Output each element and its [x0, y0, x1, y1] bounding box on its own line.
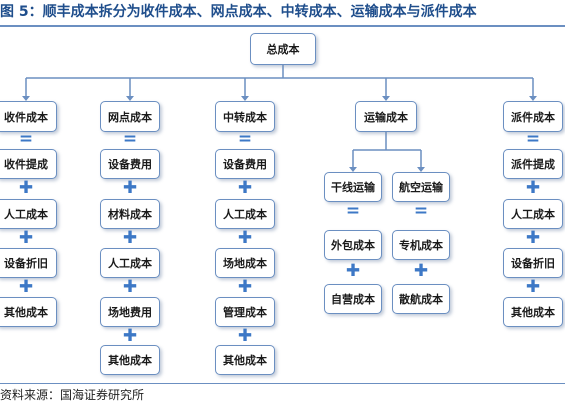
arrow-air — [417, 167, 425, 172]
source-note: 资料来源：国海证券研究所 — [0, 388, 145, 402]
outlet-item-node: 其他成本 — [100, 345, 160, 375]
collect-item-node: 人工成本 — [0, 199, 57, 229]
delivery-cost-node: 派件成本 — [503, 101, 563, 132]
collect-item-node: 其他成本 — [0, 297, 57, 327]
arrow-transport — [382, 96, 390, 101]
trunk-item-node: 自营成本 — [324, 284, 382, 314]
air-item-node: 散航成本 — [392, 284, 450, 314]
plus-sign: ✚ — [237, 277, 253, 297]
plus-sign: ✚ — [237, 178, 253, 198]
outlet-cost-node: 网点成本 — [100, 101, 160, 132]
collect-cost-node: 收件成本 — [0, 101, 57, 132]
outlet-item-node: 设备费用 — [100, 149, 160, 179]
outlet-item-node: 材料成本 — [100, 199, 160, 229]
title-rule — [0, 25, 565, 27]
transit-item-node: 人工成本 — [215, 199, 275, 229]
trunk-item-node: 外包成本 — [324, 230, 382, 260]
air-item-node: 专机成本 — [392, 230, 450, 260]
arrow-collect — [22, 96, 30, 101]
arrow-delivery — [529, 96, 537, 101]
equals-sign: = — [413, 201, 429, 221]
delivery-item-node: 设备折旧 — [503, 248, 563, 278]
transit-item-node: 其他成本 — [215, 345, 275, 375]
plus-sign: ✚ — [237, 228, 253, 248]
plus-sign: ✚ — [18, 228, 34, 248]
trunk-transport-node: 干线运输 — [324, 172, 382, 202]
transit-item-node: 管理成本 — [215, 297, 275, 327]
plus-sign: ✚ — [122, 228, 138, 248]
transit-item-node: 设备费用 — [215, 149, 275, 179]
delivery-item-node: 派件提成 — [503, 149, 563, 179]
plus-sign: ✚ — [122, 277, 138, 297]
plus-sign: ✚ — [18, 277, 34, 297]
outlet-item-node: 场地费用 — [100, 297, 160, 327]
plus-sign: ✚ — [122, 178, 138, 198]
outlet-item-node: 人工成本 — [100, 248, 160, 278]
arrow-transit — [241, 96, 249, 101]
plus-sign: ✚ — [18, 178, 34, 198]
delivery-item-node: 其他成本 — [503, 297, 563, 327]
plus-sign: ✚ — [237, 326, 253, 346]
source-rule — [0, 383, 565, 384]
collect-item-node: 设备折旧 — [0, 248, 57, 278]
figure-title: 图 5：顺丰成本拆分为收件成本、网点成本、中转成本、运输成本与派件成本 — [0, 4, 477, 20]
air-transport-node: 航空运输 — [392, 172, 450, 202]
transit-item-node: 场地成本 — [215, 248, 275, 278]
plus-sign: ✚ — [345, 261, 361, 281]
collect-item-node: 收件提成 — [0, 149, 57, 179]
plus-sign: ✚ — [413, 261, 429, 281]
plus-sign: ✚ — [525, 228, 541, 248]
arrow-trunk — [349, 167, 357, 172]
equals-sign: = — [237, 129, 253, 149]
arrow-outlet — [126, 96, 134, 101]
equals-sign: = — [525, 129, 541, 149]
delivery-item-node: 人工成本 — [503, 199, 563, 229]
equals-sign: = — [18, 129, 34, 149]
plus-sign: ✚ — [525, 178, 541, 198]
equals-sign: = — [122, 129, 138, 149]
equals-sign: = — [345, 201, 361, 221]
transit-cost-node: 中转成本 — [215, 101, 275, 132]
transport-cost-node: 运输成本 — [355, 101, 417, 132]
plus-sign: ✚ — [122, 326, 138, 346]
plus-sign: ✚ — [525, 277, 541, 297]
root-total-cost-node: 总成本 — [250, 33, 316, 65]
